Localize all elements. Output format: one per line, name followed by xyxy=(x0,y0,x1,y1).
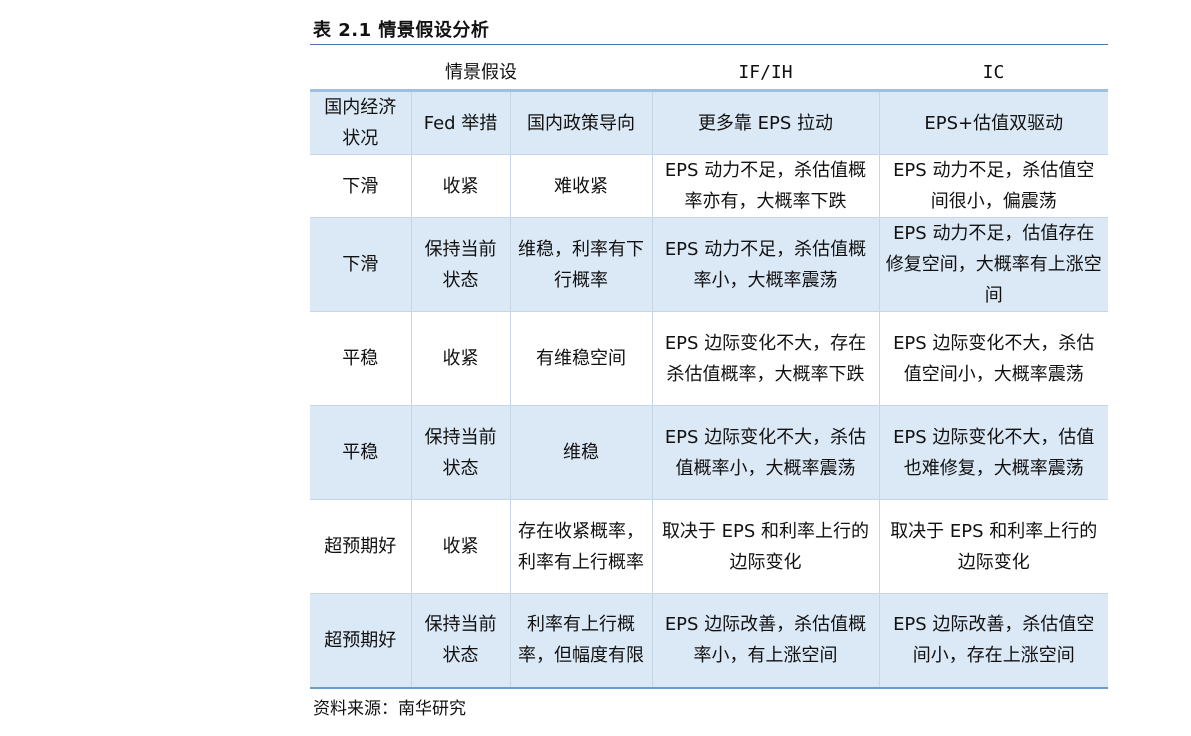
column-header-ic: EPS+估值双驱动 xyxy=(878,90,1108,155)
cell-fed: 收紧 xyxy=(410,154,510,218)
title-rule xyxy=(310,44,1108,45)
cell-ifih: EPS 动力不足，杀估值概率亦有，大概率下跌 xyxy=(651,154,879,218)
cell-economy: 平稳 xyxy=(310,311,411,406)
table-title: 表 2.1 情景假设分析 xyxy=(313,20,490,41)
cell-economy: 下滑 xyxy=(310,217,411,312)
table-row: 下滑 收紧 难收紧 EPS 动力不足，杀估值概率亦有，大概率下跌 EPS 动力不… xyxy=(310,154,1108,218)
cell-ic: EPS 边际改善，杀估值空间小，存在上涨空间 xyxy=(878,593,1108,689)
cell-fed: 收紧 xyxy=(410,311,510,406)
group-header-ifih: IF/IH xyxy=(738,62,793,83)
cell-economy: 平稳 xyxy=(310,405,411,500)
cell-fed: 收紧 xyxy=(410,499,510,594)
cell-ifih: EPS 边际变化不大，杀估值概率小，大概率震荡 xyxy=(651,405,879,500)
column-header-policy: 国内政策导向 xyxy=(509,90,652,155)
cell-policy: 存在收紧概率，利率有上行概率 xyxy=(509,499,652,594)
table-row: 平稳 收紧 有维稳空间 EPS 边际变化不大，存在杀估值概率，大概率下跌 EPS… xyxy=(310,311,1108,406)
source-note: 资料来源：南华研究 xyxy=(313,699,466,719)
cell-economy: 超预期好 xyxy=(310,499,411,594)
table-row: 平稳 保持当前状态 维稳 EPS 边际变化不大，杀估值概率小，大概率震荡 EPS… xyxy=(310,405,1108,500)
column-header-fed: Fed 举措 xyxy=(410,90,510,155)
cell-ic: EPS 边际变化不大，估值也难修复，大概率震荡 xyxy=(878,405,1108,500)
table-row: 超预期好 收紧 存在收紧概率，利率有上行概率 取决于 EPS 和利率上行的边际变… xyxy=(310,499,1108,594)
column-header-row: 国内经济状况 Fed 举措 国内政策导向 更多靠 EPS 拉动 EPS+估值双驱… xyxy=(310,90,1108,155)
cell-ifih: 取决于 EPS 和利率上行的边际变化 xyxy=(651,499,879,594)
column-header-economy: 国内经济状况 xyxy=(324,97,397,149)
cell-policy: 维稳 xyxy=(509,405,652,500)
cell-ic: EPS 动力不足，估值存在修复空间，大概率有上涨空间 xyxy=(878,217,1108,312)
table-row: 下滑 保持当前状态 维稳，利率有下行概率 EPS 动力不足，杀估值概率小，大概率… xyxy=(310,217,1108,312)
cell-ifih: EPS 边际改善，杀估值概率小，有上涨空间 xyxy=(651,593,879,689)
group-header-row: 情景假设 IF/IH IC xyxy=(310,56,1108,91)
group-header-scenario: 情景假设 xyxy=(445,62,517,83)
cell-ic: EPS 动力不足，杀估值空间很小，偏震荡 xyxy=(878,154,1108,218)
cell-ic: EPS 边际变化不大，杀估值空间小，大概率震荡 xyxy=(878,311,1108,406)
column-header-ifih: 更多靠 EPS 拉动 xyxy=(651,90,879,155)
cell-ic: 取决于 EPS 和利率上行的边际变化 xyxy=(878,499,1108,594)
cell-policy: 维稳，利率有下行概率 xyxy=(509,217,652,312)
scenario-table: 情景假设 IF/IH IC 国内经济状况 Fed 举措 国内政策导向 更多靠 E… xyxy=(310,56,1108,689)
table-row: 超预期好 保持当前状态 利率有上行概率，但幅度有限 EPS 边际改善，杀估值概率… xyxy=(310,593,1108,689)
cell-economy: 下滑 xyxy=(310,154,411,218)
cell-fed: 保持当前状态 xyxy=(410,217,510,312)
cell-policy: 难收紧 xyxy=(509,154,652,218)
cell-fed: 保持当前状态 xyxy=(410,405,510,500)
cell-policy: 利率有上行概率，但幅度有限 xyxy=(509,593,652,689)
cell-ifih: EPS 边际变化不大，存在杀估值概率，大概率下跌 xyxy=(651,311,879,406)
cell-fed: 保持当前状态 xyxy=(410,593,510,689)
cell-policy: 有维稳空间 xyxy=(509,311,652,406)
group-header-ic: IC xyxy=(982,62,1005,83)
cell-ifih: EPS 动力不足，杀估值概率小，大概率震荡 xyxy=(651,217,879,312)
cell-economy: 超预期好 xyxy=(310,593,411,689)
